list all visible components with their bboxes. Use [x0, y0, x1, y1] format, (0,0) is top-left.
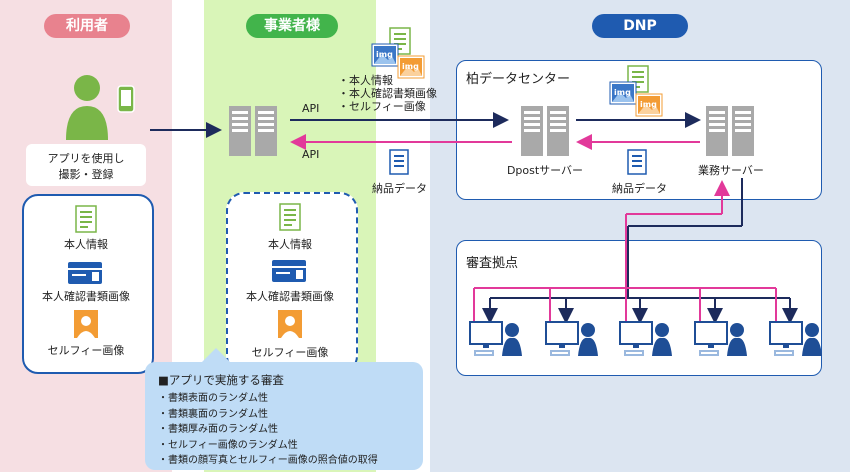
- dnp-column-title: DNP: [592, 14, 688, 38]
- user-column-title: 利用者: [44, 14, 130, 38]
- business-server-dnp-icon: [706, 106, 754, 156]
- check-item: ・セルフィー画像のランダム性: [158, 439, 298, 451]
- biz-info-label: 本人情報: [268, 238, 312, 251]
- user-person-icon: [66, 75, 135, 140]
- callout-pointer: [200, 348, 232, 364]
- app-checks-title: ■アプリで実施する審査: [158, 373, 284, 387]
- business-column-title: 事業者様: [246, 14, 338, 38]
- review-center-title: 審査拠点: [466, 256, 519, 271]
- biz-id-label: 本人確認書類画像: [246, 290, 334, 303]
- user-id-label: 本人確認書類画像: [42, 290, 130, 303]
- user-selfie-label: セルフィー画像: [47, 344, 125, 357]
- sent-item: ・本人情報: [338, 74, 393, 87]
- dpost-server-label: Dpostサーバー: [506, 164, 584, 177]
- dnp-delivery-label: 納品データ: [612, 182, 667, 195]
- check-item: ・書類の顔写真とセルフィー画像の照合値の取得: [158, 455, 378, 466]
- user-action-box: [26, 144, 146, 186]
- reviewer-icon: [694, 321, 748, 357]
- delivery-document-icon: [389, 149, 409, 175]
- app-checks-list: ・書類表面のランダム性 ・書類裏面のランダム性 ・書類厚み面のランダム性 ・セル…: [158, 391, 378, 469]
- img-badge: img: [402, 62, 419, 71]
- datacenter-title: 柏データセンター: [466, 72, 571, 87]
- business-server-icon: [229, 106, 277, 156]
- app-checks-callout: [145, 362, 423, 470]
- biz-selfie-label: セルフィー画像: [251, 346, 329, 359]
- reviewer-icon: [545, 321, 599, 357]
- user-info-label: 本人情報: [64, 238, 108, 251]
- dnp-delivery-document-icon: [627, 149, 647, 175]
- user-selfie-icon: [74, 310, 98, 338]
- sent-item: ・本人確認書類画像: [338, 87, 437, 100]
- sent-item: ・セルフィー画像: [338, 100, 426, 113]
- dpost-server-icon: [521, 106, 569, 156]
- check-item: ・書類裏面のランダム性: [158, 408, 268, 420]
- delivery-data-label: 納品データ: [372, 182, 427, 195]
- reviewer-icon: [619, 321, 673, 357]
- img-badge: img: [614, 88, 631, 97]
- img-badge: img: [376, 50, 393, 59]
- user-info-icon: [75, 205, 97, 233]
- user-action-line2: 撮影・登録: [58, 168, 114, 181]
- api-return-label: API: [302, 148, 320, 161]
- img-badge: img: [640, 100, 657, 109]
- api-send-label: API: [302, 102, 320, 115]
- check-item: ・書類厚み面のランダム性: [158, 424, 278, 435]
- check-item: ・書類表面のランダム性: [158, 393, 268, 404]
- reviewer-icon: [769, 321, 823, 357]
- user-id-card-icon: [68, 262, 102, 284]
- user-action-line1: アプリを使用し: [47, 152, 125, 165]
- biz-id-card-icon: [272, 260, 306, 282]
- sent-items-list: ・本人情報 ・本人確認書類画像 ・セルフィー画像: [338, 74, 437, 113]
- biz-selfie-icon: [278, 310, 302, 338]
- reviewer-icon: [469, 321, 523, 357]
- biz-info-icon: [279, 203, 301, 231]
- business-server-label: 業務サーバー: [698, 164, 764, 177]
